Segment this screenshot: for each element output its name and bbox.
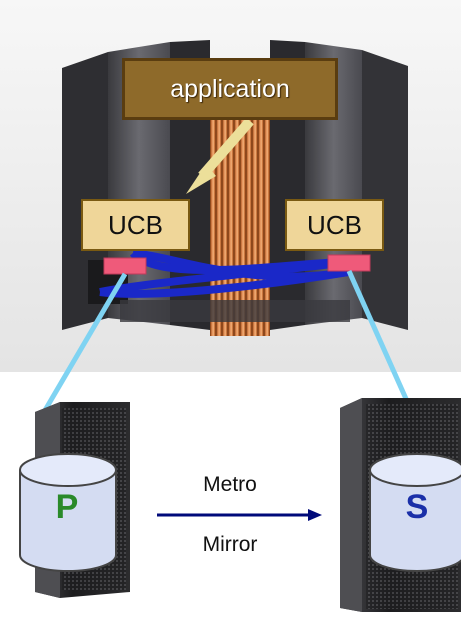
- application-box: application: [122, 58, 338, 120]
- ucb-left-label: UCB: [108, 209, 163, 240]
- secondary-disk-label: S: [405, 487, 429, 526]
- application-label: application: [170, 74, 290, 103]
- application-to-ucb-arrow: [186, 117, 254, 194]
- left-connector: [103, 257, 147, 275]
- primary-disk-label: P: [55, 487, 79, 526]
- ucb-right-box: UCB: [285, 199, 384, 251]
- primary-disk-icon: [19, 453, 117, 572]
- secondary-disk-icon: [369, 453, 461, 572]
- ucb-right-label: UCB: [307, 209, 362, 240]
- channel-cables: [99, 249, 349, 298]
- right-connector: [327, 254, 371, 272]
- ucb-left-box: UCB: [81, 199, 190, 251]
- replication-label-line1: Metro: [203, 473, 257, 496]
- secondary-storage-link: [346, 269, 414, 412]
- replication-label-line2: Mirror: [202, 533, 258, 556]
- primary-storage-link: [41, 272, 128, 414]
- metro-mirror-arrow: [157, 509, 322, 521]
- mainframe-core: [210, 80, 270, 336]
